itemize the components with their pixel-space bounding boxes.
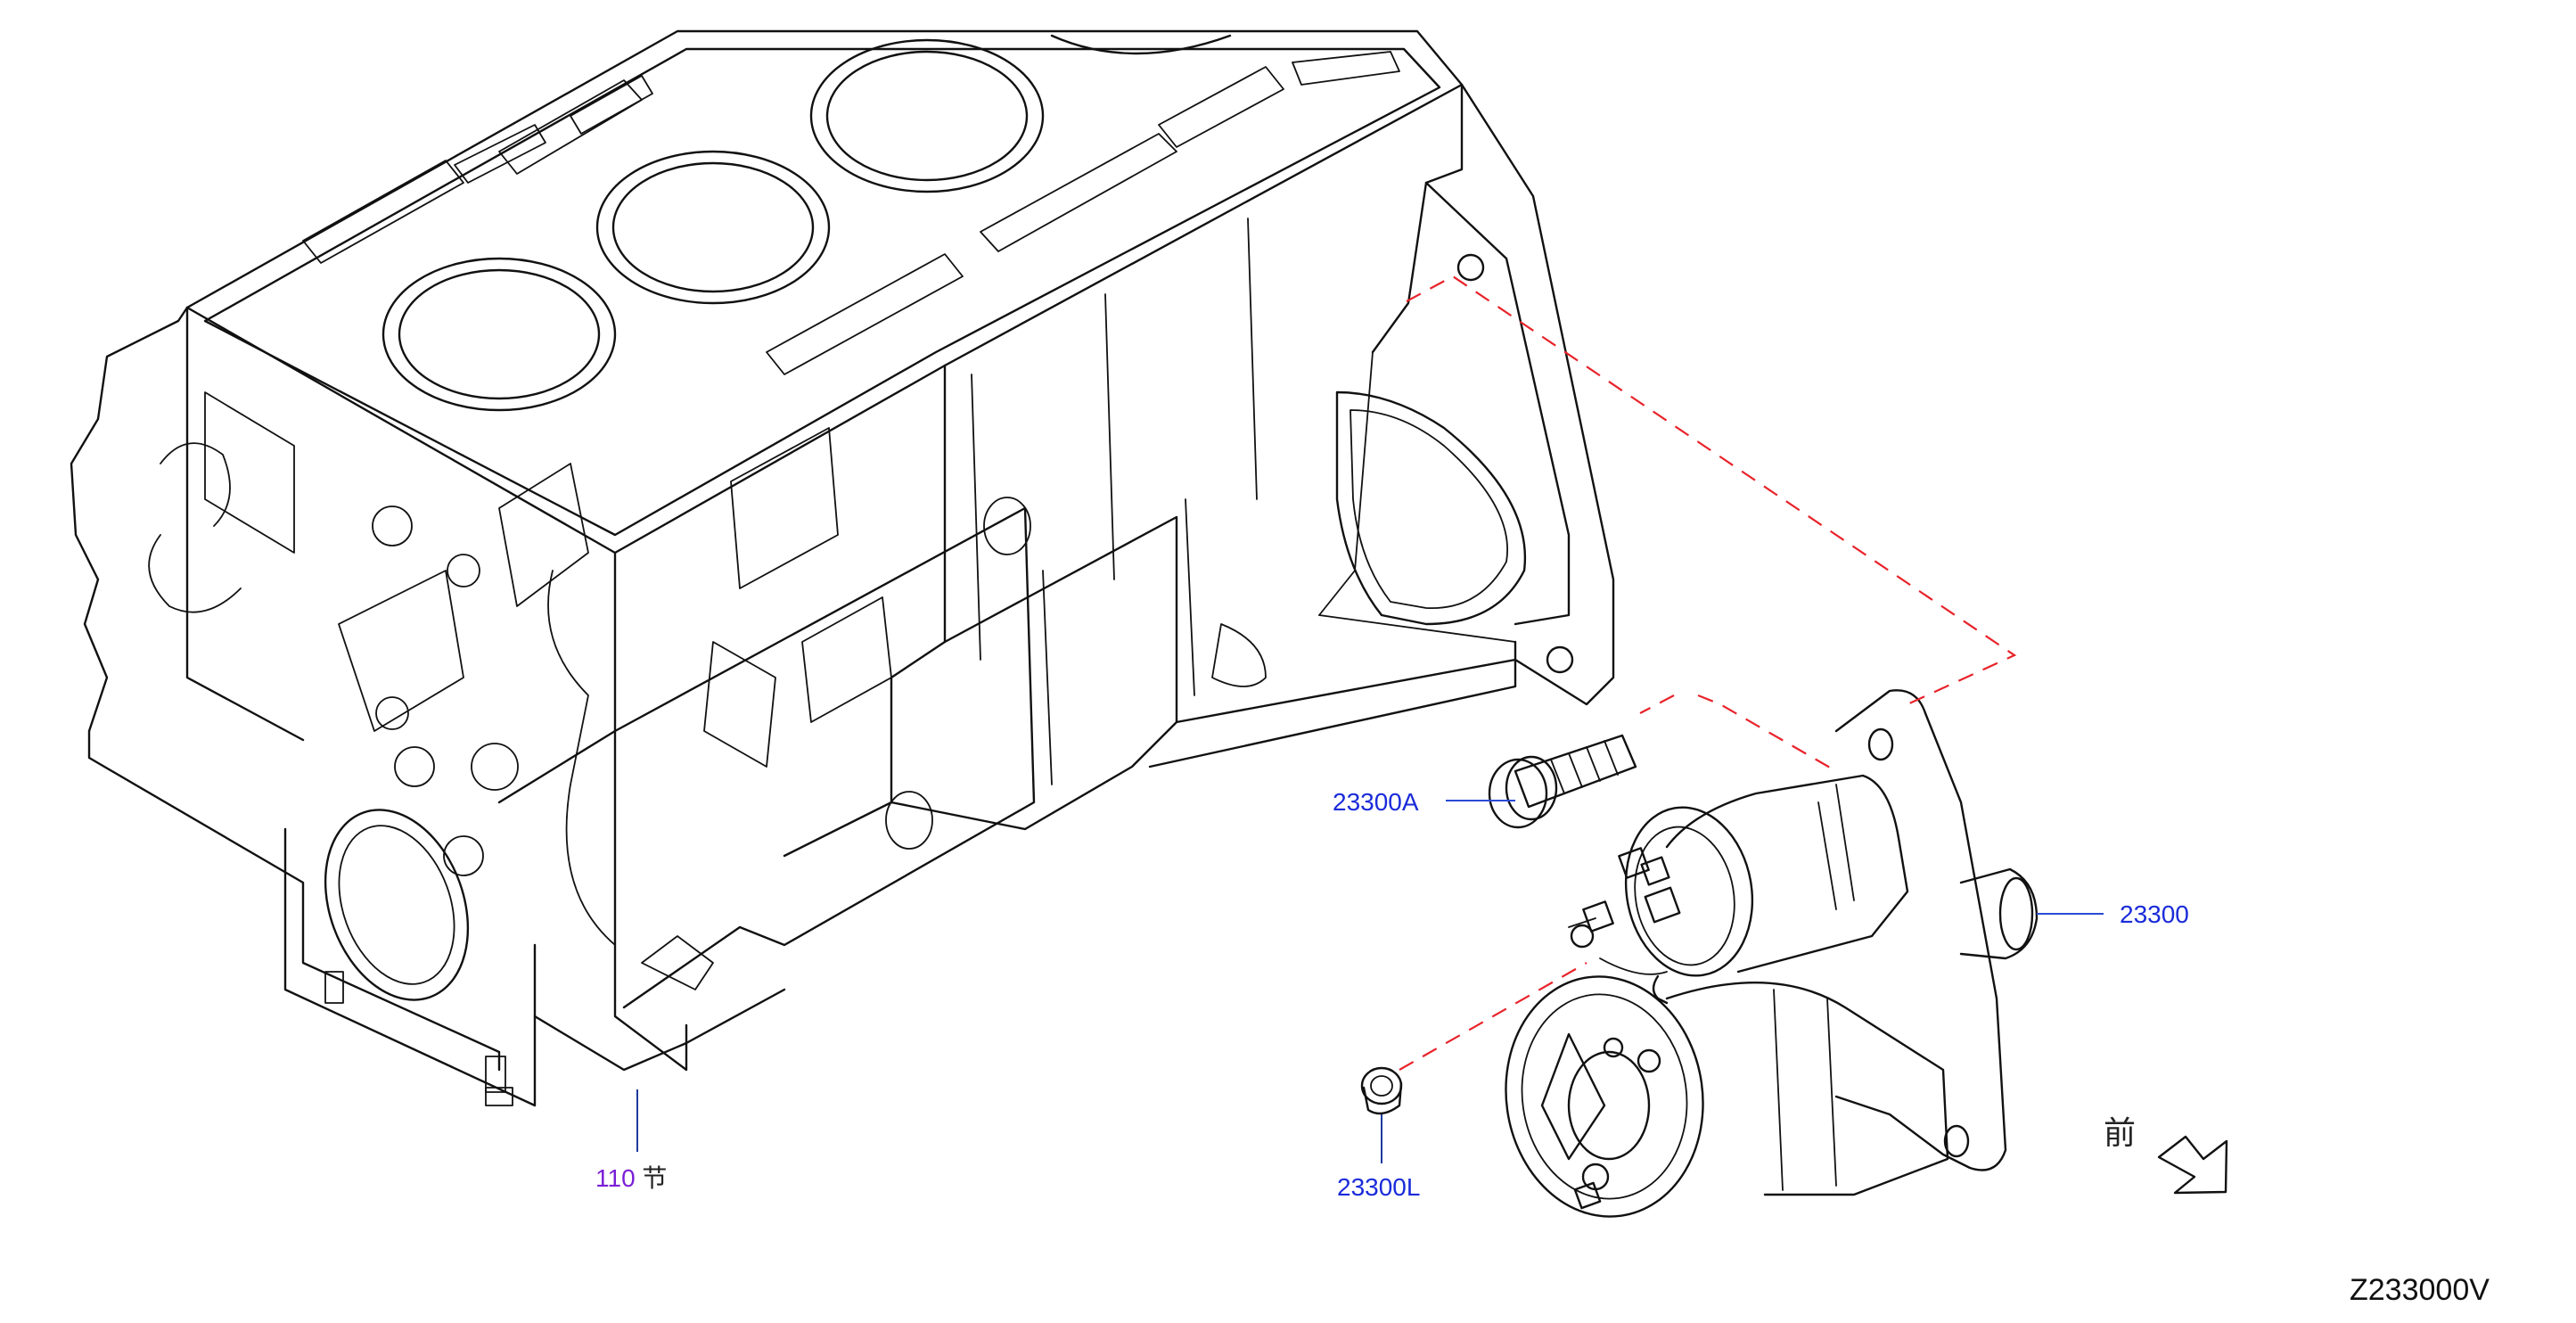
installation-lines — [1399, 275, 2017, 1071]
nut-23300l-illustration — [1360, 1066, 1403, 1115]
section-ref-suffix: 节 — [642, 1163, 668, 1193]
section-ref-number[interactable]: 110 — [595, 1164, 636, 1192]
bolt-23300a-illustration — [1488, 734, 1637, 829]
diagram-code: Z233000V — [2350, 1273, 2490, 1307]
front-direction-label: 前 — [2104, 1115, 2137, 1152]
cylinder-block-illustration — [70, 29, 1615, 1107]
callout-23300l[interactable]: 23300L — [1337, 1173, 1421, 1201]
leader-lines — [636, 800, 2104, 1163]
callout-section-110[interactable]: 110 节 — [595, 1166, 667, 1191]
front-direction-arrow-icon — [2157, 1135, 2228, 1195]
callout-23300a[interactable]: 23300A — [1333, 788, 1419, 816]
starter-motor-illustration — [1505, 689, 2039, 1218]
callout-23300[interactable]: 23300 — [2120, 900, 2189, 928]
